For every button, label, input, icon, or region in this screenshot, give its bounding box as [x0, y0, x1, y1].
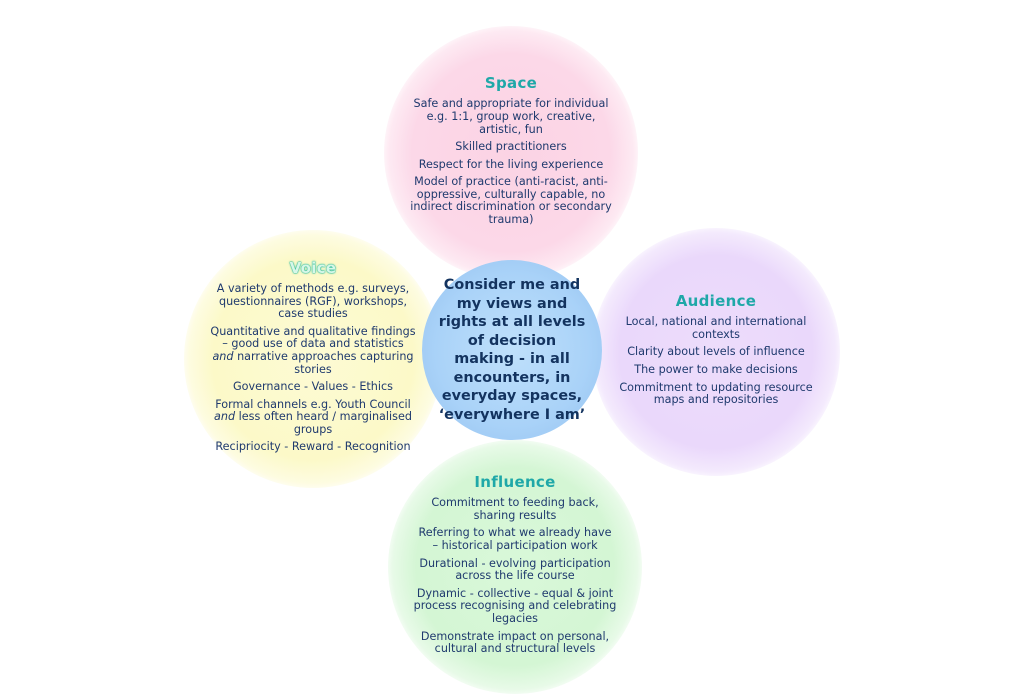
space-item-3: Respect for the living experience — [418, 157, 604, 171]
audience-title: Audience — [675, 292, 757, 311]
audience-item-2: Clarity about levels of influence — [627, 345, 805, 359]
center-statement: Consider me and my views and rights at a… — [438, 277, 586, 423]
space-title: Space — [484, 74, 538, 93]
voice-item-5: Recipriocity - Reward - Recognition — [215, 440, 411, 454]
audience-item-4: Commitment to updating resource maps and… — [619, 380, 813, 407]
audience-item-1: Local, national and international contex… — [625, 315, 807, 341]
influence-item-3: Durational - evolving participation acro… — [419, 556, 611, 583]
influence-title: Influence — [474, 473, 556, 492]
space-item-1: Safe and appropriate for individual e.g.… — [413, 97, 609, 136]
influence-item-4: Dynamic - collective - equal & joint pro… — [413, 586, 617, 625]
voice-circle: Voice A variety of methods e.g. surveys,… — [184, 230, 442, 488]
voice-item-4: Formal channels e.g. Youth Council and l… — [214, 397, 412, 436]
influence-item-2: Referring to what we already have – hist… — [418, 526, 612, 553]
space-item-4: Model of practice (anti-racist, anti-opp… — [410, 175, 612, 227]
space-items: Safe and appropriate for individual e.g.… — [408, 98, 614, 231]
influence-circle: Influence Commitment to feeding back, sh… — [388, 440, 642, 694]
audience-items: Local, national and international contex… — [618, 315, 814, 412]
voice-title: Voice — [289, 258, 337, 277]
influence-item-5: Demonstrate impact on personal, cultural… — [420, 629, 610, 656]
space-item-2: Skilled practitioners — [455, 140, 567, 154]
center-circle: Consider me and my views and rights at a… — [422, 260, 602, 440]
voice-item-2: Quantitative and qualitative findings – … — [210, 324, 416, 376]
space-circle: Space Safe and appropriate for individua… — [384, 26, 638, 280]
voice-item-3: Governance - Values - Ethics — [233, 380, 393, 394]
audience-item-3: The power to make decisions — [634, 363, 798, 376]
voice-items: A variety of methods e.g. surveys, quest… — [210, 281, 416, 459]
influence-item-1: Commitment to feeding back, sharing resu… — [431, 496, 599, 522]
influence-items: Commitment to feeding back, sharing resu… — [413, 496, 617, 661]
audience-circle: Audience Local, national and internation… — [592, 228, 840, 476]
voice-item-1: A variety of methods e.g. surveys, quest… — [216, 281, 410, 321]
